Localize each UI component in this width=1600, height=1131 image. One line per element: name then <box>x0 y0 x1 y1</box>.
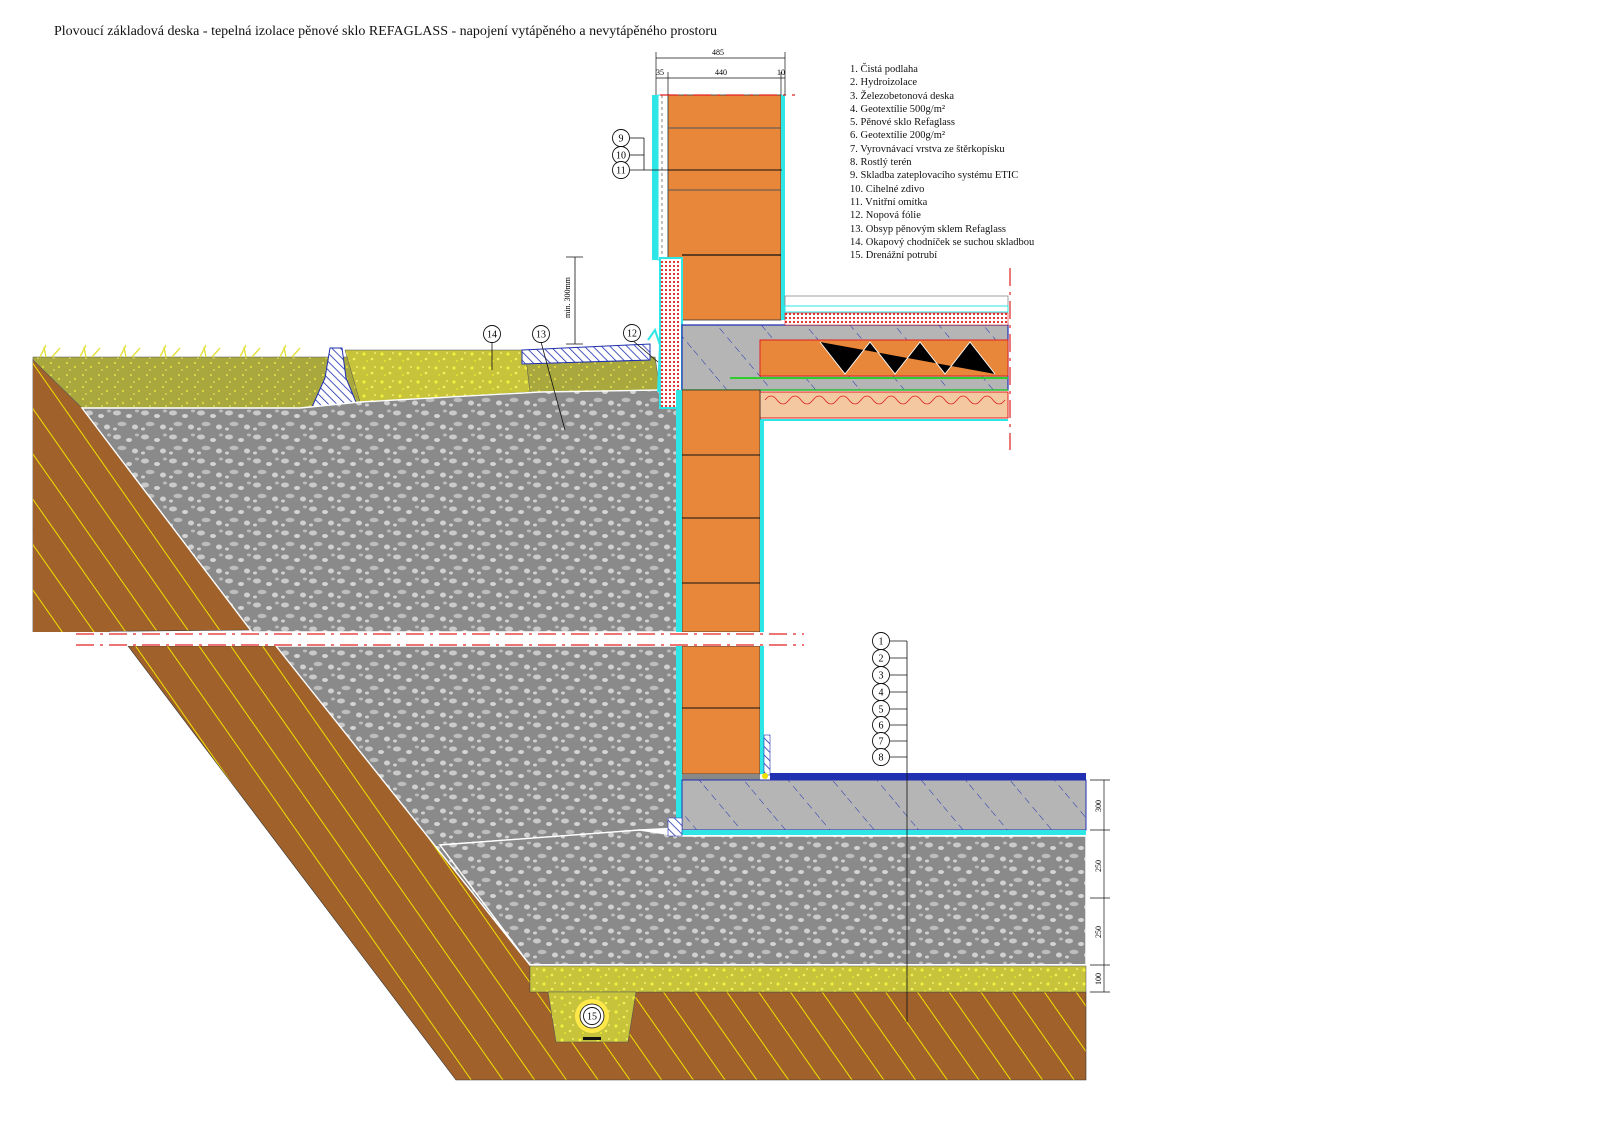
ceiling-insulation <box>759 391 1009 419</box>
svg-text:2: 2 <box>879 654 884 665</box>
dim-total: 485 <box>712 48 724 57</box>
callout-11: 11 <box>612 161 630 179</box>
callout-4: 4 <box>872 683 890 701</box>
dim-gravel: 100 <box>1094 973 1103 985</box>
legend-item: 8. Rostlý terén <box>850 157 912 169</box>
foamglass-under-slab <box>438 829 1087 966</box>
svg-text:5: 5 <box>879 705 884 716</box>
wall-membrane-outer <box>652 95 658 260</box>
dim-min-height: min. 300mm <box>563 276 572 318</box>
legend-item: 9. Skladba zateplovacího systému ETIC <box>850 170 1019 182</box>
wall-membrane <box>676 390 682 830</box>
callout-1: 1 <box>872 632 890 650</box>
callout-8: 8 <box>872 748 890 766</box>
grass-tufts <box>39 344 301 358</box>
legend-item: 11. Vnitřní omítka <box>850 196 928 208</box>
legend-item: 14. Okapový chodníček se suchou skladbou <box>850 236 1035 248</box>
callout-3: 3 <box>872 666 890 684</box>
legend-item: 6. Geotextílie 200g/m² <box>850 130 946 142</box>
floor-finish <box>784 295 1009 307</box>
soil-left-band <box>33 530 110 632</box>
dim-slab: 300 <box>1094 800 1103 812</box>
legend-item: 12. Nopová fólie <box>850 210 921 222</box>
svg-text:3: 3 <box>879 671 884 682</box>
callout-6: 6 <box>872 716 890 734</box>
dim-glass-upper: 250 <box>1094 860 1103 872</box>
svg-text:12: 12 <box>627 329 637 340</box>
dim-mid: 440 <box>715 68 727 77</box>
legend-item: 10. Cihelné zdivo <box>850 183 925 195</box>
callout-9: 9 <box>612 129 630 147</box>
legend: 1. Čistá podlaha 2. Hydroizolace 3. Žele… <box>850 63 1034 262</box>
drain-pipe-base <box>583 1037 601 1040</box>
floor-slab <box>681 779 1087 831</box>
slab-finish <box>770 773 1086 780</box>
svg-text:15: 15 <box>587 1012 597 1023</box>
brick-wall-lower-a <box>681 389 761 633</box>
plinth-insulation <box>659 257 683 409</box>
callout-10: 10 <box>612 146 630 164</box>
brick-wall-upper <box>667 94 782 321</box>
callout-15: 15 <box>583 1007 601 1025</box>
legend-item: 3. Železobetonová deska <box>850 90 955 102</box>
svg-text:1: 1 <box>879 637 884 648</box>
dim-left: 35 <box>656 68 664 77</box>
legend-item: 7. Vyrovnávací vrstva ze štěrkopísku <box>850 143 1005 155</box>
gravel-layer <box>529 965 1087 993</box>
callout-13: 13 <box>532 325 550 343</box>
callout-14: 14 <box>483 325 501 343</box>
callout-7: 7 <box>872 732 890 750</box>
legend-item: 1. Čistá podlaha <box>850 64 918 75</box>
legend-item: 5. Pěnové sklo Refaglass <box>850 117 955 129</box>
walkway-slab <box>521 343 651 365</box>
break-gap <box>30 632 810 646</box>
legend-item: 13. Obsyp pěnovým sklem Refaglass <box>850 223 1007 235</box>
legend-item: 4. Geotextílie 500g/m² <box>850 103 946 115</box>
legend-item: 2. Hydroizolace <box>850 77 918 89</box>
dim-glass-lower: 250 <box>1094 926 1103 938</box>
legend-item: 15. Drenážní potrubí <box>850 250 938 262</box>
svg-text:6: 6 <box>879 721 884 732</box>
etic-layer <box>657 94 669 261</box>
svg-text:10: 10 <box>616 151 626 162</box>
svg-text:13: 13 <box>536 330 546 341</box>
svg-text:7: 7 <box>879 737 884 748</box>
drawing-title: Plovoucí základová deska - tepelná izola… <box>54 24 717 39</box>
callout-5: 5 <box>872 700 890 718</box>
dim-right: 10 <box>777 68 785 77</box>
brick-wall-lower-b <box>681 645 761 775</box>
callout-2: 2 <box>872 649 890 667</box>
callout-12: 12 <box>623 324 641 342</box>
svg-text:8: 8 <box>879 753 884 764</box>
svg-text:9: 9 <box>619 134 624 145</box>
svg-text:14: 14 <box>487 330 497 341</box>
svg-text:11: 11 <box>616 166 626 177</box>
svg-text:4: 4 <box>879 688 884 699</box>
soil-left-wedge <box>33 360 82 530</box>
